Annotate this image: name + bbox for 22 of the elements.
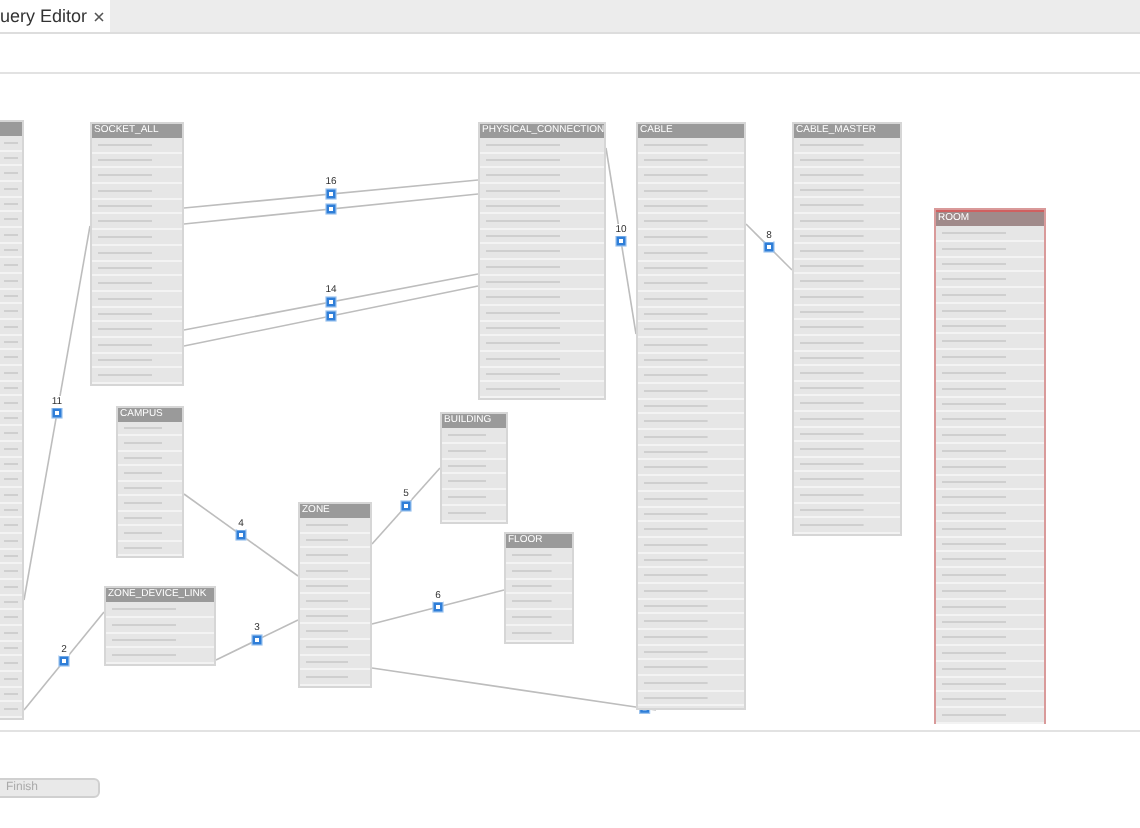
relation-line bbox=[745, 223, 793, 271]
table-box bbox=[504, 532, 574, 644]
table-box bbox=[636, 122, 746, 710]
table-box bbox=[0, 120, 24, 720]
table-box bbox=[478, 122, 606, 400]
tab-title: uery Editor bbox=[0, 6, 90, 26]
relation-line bbox=[183, 273, 479, 331]
relation-line bbox=[23, 611, 105, 711]
relation-line bbox=[183, 179, 479, 209]
relation-line bbox=[183, 285, 479, 347]
table-box bbox=[116, 406, 184, 558]
relation-line bbox=[183, 493, 299, 577]
relation-line bbox=[183, 193, 479, 225]
table-box bbox=[90, 122, 184, 386]
table-box bbox=[440, 412, 508, 524]
table-box bbox=[298, 502, 372, 688]
relation-line bbox=[215, 619, 299, 661]
relation-line bbox=[371, 467, 441, 545]
table-box bbox=[934, 208, 1046, 724]
table-box bbox=[104, 586, 216, 666]
relation-line bbox=[371, 589, 505, 625]
table-box bbox=[792, 122, 902, 536]
